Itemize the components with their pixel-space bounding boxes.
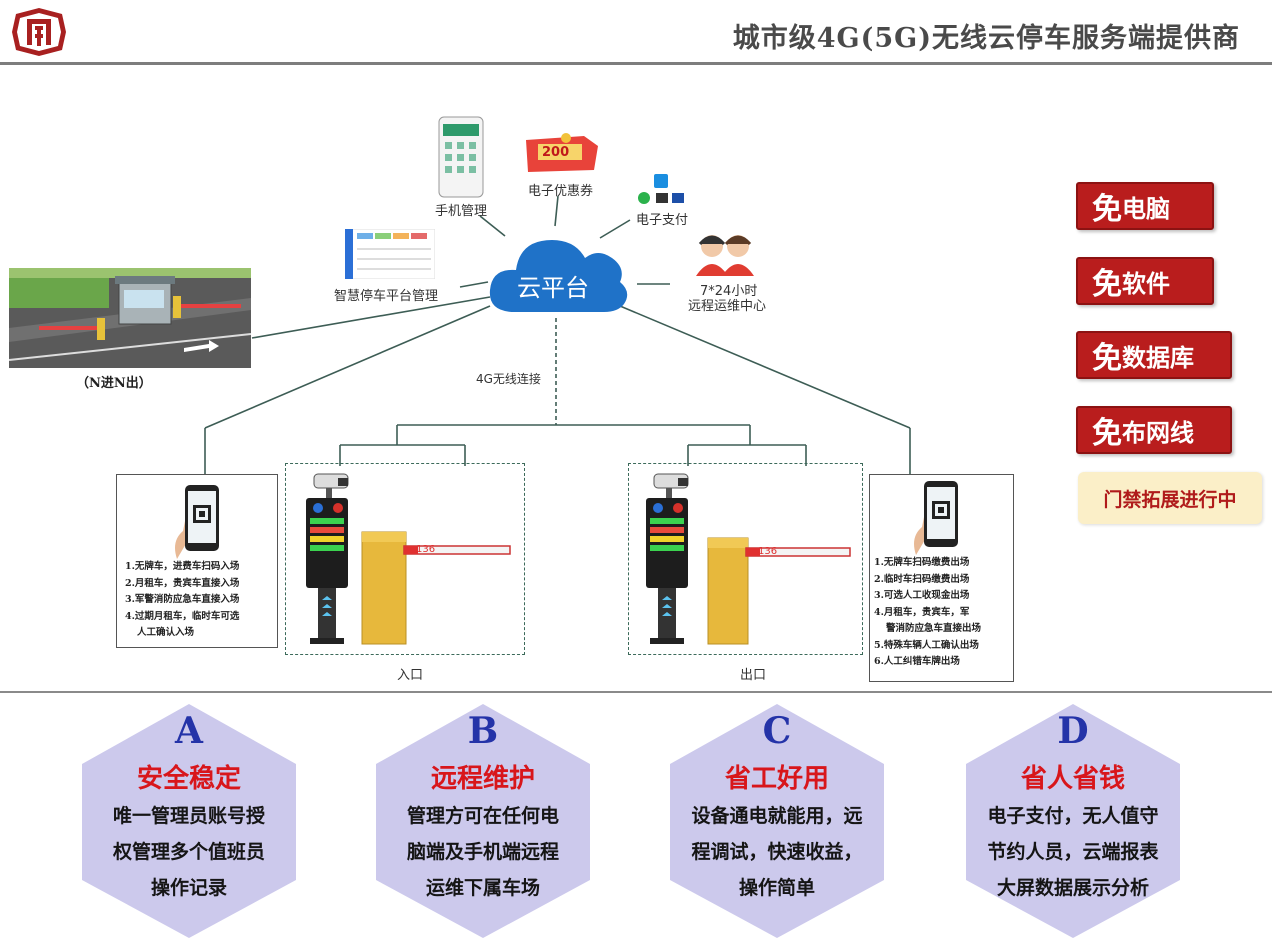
feature-line: 权管理多个值班员 [112, 841, 265, 863]
exit-rule-6: 6.人工纠错车牌出场 [874, 656, 960, 667]
exit-gate-equipment [646, 473, 851, 645]
free-item-label: 布网线 [1122, 418, 1194, 447]
header-divider [0, 62, 1272, 65]
hexagon-shape [82, 704, 296, 938]
feature-line: 管理方可在任何电 [406, 805, 559, 827]
coupon-amount: 200 [542, 145, 570, 160]
feature-line: 大屏数据展示分析 [996, 877, 1149, 899]
exit-rule-5: 5.特殊车辆人工确认出场 [874, 639, 979, 651]
exit-barrier-text: 136 [758, 546, 778, 557]
entry-rule-1: 1.无牌车，进费车扫码入场 [125, 561, 240, 572]
support-agents-icon [696, 235, 754, 276]
company-logo [12, 8, 66, 56]
lot-caption: （N进N出） [76, 376, 152, 391]
feature-title: 省工好用 [724, 764, 829, 794]
feature-line: 电子支付，无人值守 [987, 805, 1159, 827]
connection-label: 4G无线连接 [476, 372, 541, 386]
feature-line: 运维下属车场 [425, 877, 540, 899]
feature-card-b: B 远程维护 管理方可在任何电 脑端及手机端远程 运维下属车场 [372, 702, 594, 940]
phone-scan-icon [914, 481, 958, 555]
free-item-label: 数据库 [1122, 343, 1194, 372]
entry-rule-2: 2.月租车，贵宾车直接入场 [125, 577, 240, 589]
cloud-platform-label: 云平台 [517, 274, 589, 302]
free-item-label: 软件 [1122, 269, 1170, 298]
feature-letter: B [467, 710, 499, 752]
mobile-app-icon [438, 116, 484, 198]
feature-line: 操作简单 [738, 877, 815, 899]
free-cabling-badge: 免布网线 [1076, 406, 1232, 454]
entry-label: 入口 [397, 668, 424, 683]
feature-letter: A [175, 710, 203, 752]
coupon-label: 电子优惠券 [528, 184, 594, 199]
feature-line: 唯一管理员账号授 [112, 805, 265, 827]
entry-rule-4: 4.过期月租车，临时车可选 [125, 610, 240, 622]
exit-rule-1: 1.无牌车扫码缴费出场 [874, 557, 970, 568]
feature-letter: D [1057, 710, 1089, 752]
free-mark: 免 [1092, 192, 1122, 227]
entry-gate-equipment [306, 473, 511, 645]
exit-label: 出口 [740, 668, 767, 683]
support-hours-label: 7*24小时 [700, 284, 758, 299]
entry-gate-area [285, 463, 525, 655]
page-title: 城市级4G(5G)无线云停车服务端提供商 [732, 23, 1240, 54]
hexagon-shape [376, 704, 590, 938]
feature-line: 节约人员，云端报表 [987, 841, 1159, 863]
entry-rule-3: 3.军警消防应急车直接入场 [125, 594, 240, 605]
free-software-badge: 免软件 [1076, 257, 1214, 305]
section-divider [0, 691, 1272, 693]
feature-card-d: D 省人省钱 电子支付，无人值守 节约人员，云端报表 大屏数据展示分析 [962, 702, 1184, 940]
electronic-payment-label: 电子支付 [636, 213, 689, 228]
entry-barrier-text: 136 [416, 544, 436, 555]
entry-rule-4-cont: 人工确认入场 [137, 627, 195, 638]
feature-card-c: C 省工好用 设备通电就能用，远 程调试，快速收益， 操作简单 [666, 702, 888, 940]
free-database-badge: 免数据库 [1076, 331, 1232, 379]
connection-lines [204, 195, 911, 474]
exit-rule-3: 3.可选人工收现金出场 [874, 590, 970, 601]
free-item-label: 电脑 [1122, 194, 1170, 223]
coupon-icon [526, 133, 598, 172]
free-computer-badge: 免电脑 [1076, 182, 1214, 230]
access-control-note: 门禁拓展进行中 [1078, 472, 1262, 524]
parking-lot-image [9, 268, 251, 368]
exit-rule-4: 4.月租车，贵宾车，军 [874, 606, 970, 618]
mobile-management-label: 手机管理 [435, 204, 488, 219]
feature-line: 操作记录 [150, 877, 227, 899]
feature-card-a: A 安全稳定 唯一管理员账号授 权管理多个值班员 操作记录 [78, 702, 300, 940]
exit-rule-4-cont: 警消防应急车直接出场 [886, 623, 982, 634]
exit-rule-2: 2.临时车扫码缴费出场 [874, 573, 970, 585]
smart-parking-label: 智慧停车平台管理 [334, 289, 439, 304]
free-mark: 免 [1092, 267, 1122, 302]
payment-icons [638, 174, 684, 204]
phone-scan-icon [175, 485, 219, 559]
exit-instructions-panel: 1.无牌车扫码缴费出场 2.临时车扫码缴费出场 3.可选人工收现金出场 4.月租… [869, 474, 1014, 682]
exit-gate-area [628, 463, 863, 655]
entry-instructions-panel: 1.无牌车，进费车扫码入场 2.月租车，贵宾车直接入场 3.军警消防应急车直接入… [116, 474, 278, 648]
feature-line: 脑端及手机端远程 [406, 841, 559, 863]
cloud-icon [489, 240, 628, 312]
feature-line: 设备通电就能用，远 [691, 805, 863, 827]
hexagon-shape [966, 704, 1180, 938]
hexagon-shape [670, 704, 884, 938]
feature-title: 远程维护 [430, 764, 535, 794]
free-mark: 免 [1092, 341, 1122, 376]
feature-title: 安全稳定 [136, 764, 241, 794]
support-center-label: 远程运维中心 [688, 299, 767, 314]
feature-letter: C [762, 710, 792, 752]
feature-line: 程调试，快速收益， [691, 841, 863, 863]
dashboard-icon [345, 229, 435, 279]
free-mark: 免 [1092, 416, 1122, 451]
feature-title: 省人省钱 [1020, 764, 1125, 794]
